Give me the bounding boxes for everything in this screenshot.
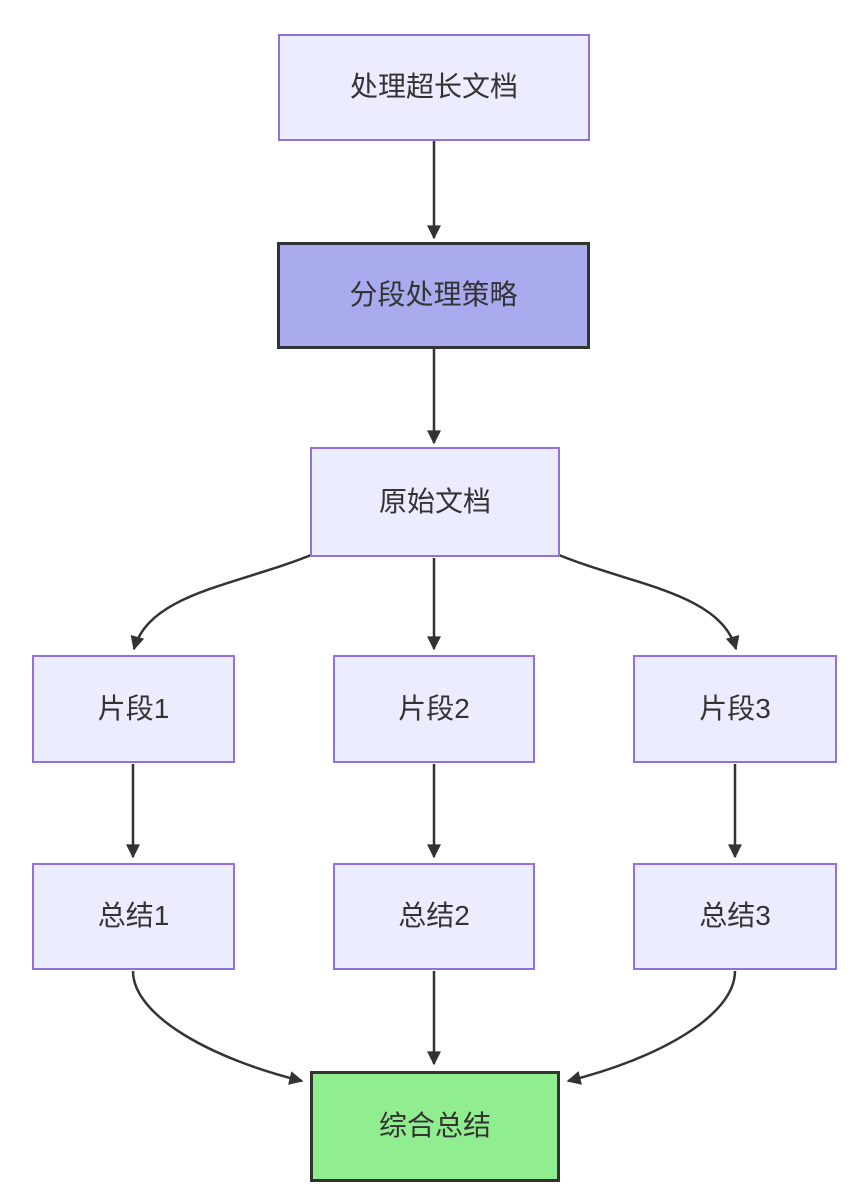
node-process-long-document: 处理超长文档 xyxy=(278,34,590,141)
node-label: 分段处理策略 xyxy=(349,279,518,311)
node-summary-1: 总结1 xyxy=(32,863,235,970)
node-fragment-2: 片段2 xyxy=(333,655,535,763)
node-original-document: 原始文档 xyxy=(310,447,560,557)
node-fragment-3: 片段3 xyxy=(633,655,837,763)
edge-doc-to-fragment1 xyxy=(130,551,317,651)
node-segmentation-strategy: 分段处理策略 xyxy=(277,242,590,349)
node-label: 处理超长文档 xyxy=(349,71,518,103)
node-summary-3: 总结3 xyxy=(633,863,837,970)
node-label: 原始文档 xyxy=(378,485,491,517)
edge-sum3-to-final xyxy=(566,970,737,1085)
node-fragment-1: 片段1 xyxy=(32,655,235,763)
node-label: 片段1 xyxy=(97,692,170,724)
node-label: 片段2 xyxy=(398,692,470,724)
node-label: 总结1 xyxy=(97,900,170,932)
node-label: 综合总结 xyxy=(378,1110,491,1142)
edge-sum1-to-final xyxy=(131,970,304,1085)
node-label: 片段3 xyxy=(699,692,771,724)
edge-doc-to-fragment3 xyxy=(553,551,740,651)
node-combined-summary: 综合总结 xyxy=(310,1071,560,1182)
node-label: 总结3 xyxy=(699,900,771,932)
node-label: 总结2 xyxy=(398,900,470,932)
node-summary-2: 总结2 xyxy=(333,863,535,970)
